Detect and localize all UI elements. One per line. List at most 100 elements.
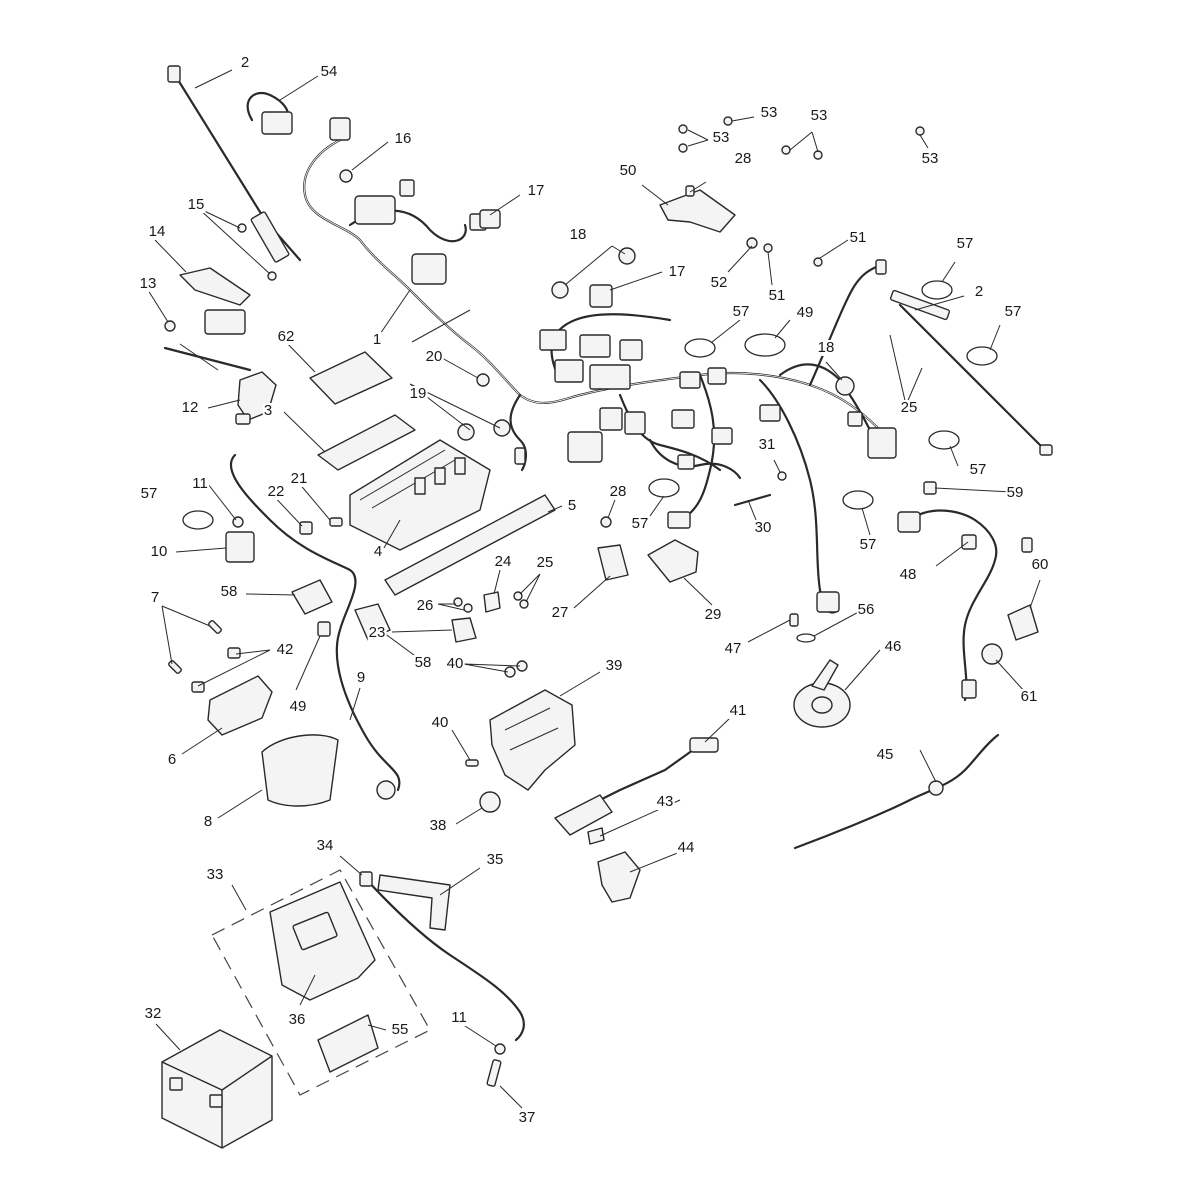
callout-43: 43 — [655, 793, 675, 810]
nut-20 — [476, 373, 490, 387]
battery-lead-35 — [377, 874, 451, 931]
callout-11-lower: 11 — [450, 1009, 468, 1026]
callout-29: 29 — [703, 606, 723, 623]
callout-48: 48 — [898, 566, 918, 583]
callout-44: 44 — [676, 839, 696, 856]
bolt-51-b — [813, 257, 823, 267]
callout-15: 15 — [186, 196, 206, 213]
clip-22 — [299, 521, 313, 535]
callout-4: 4 — [372, 543, 384, 560]
callout-2-right: 2 — [973, 283, 985, 300]
clip-23 — [451, 617, 477, 643]
callout-30: 30 — [753, 519, 773, 536]
callout-40-upper: 40 — [445, 655, 465, 672]
callout-22: 22 — [266, 483, 286, 500]
harness-48-connector-c — [1021, 537, 1033, 553]
callout-18-right: 18 — [816, 339, 836, 356]
relay-10 — [225, 531, 255, 563]
tie-57-e — [648, 478, 680, 498]
cover-3 — [317, 414, 416, 471]
harness-48-connector-a — [897, 511, 921, 533]
sensor-lead-right — [889, 289, 1053, 456]
callout-11-upper: 11 — [191, 475, 209, 492]
callout-28-upper: 28 — [733, 150, 753, 167]
clip-42-a — [227, 647, 241, 659]
callout-21: 21 — [289, 470, 309, 487]
callout-57-top: 57 — [731, 303, 751, 320]
bolt-40-c — [465, 759, 479, 767]
rivet-53-f — [915, 126, 925, 136]
callout-53-b: 53 — [711, 129, 731, 146]
callout-59: 59 — [1005, 484, 1025, 501]
callout-2-left: 2 — [239, 54, 251, 71]
callout-53-a: 53 — [759, 104, 779, 121]
grommet-19-a — [457, 423, 475, 441]
callout-52: 52 — [709, 274, 729, 291]
bracket-14 — [179, 267, 251, 335]
tie-57-f — [842, 490, 874, 510]
screw-15-a — [237, 223, 247, 233]
bracket-44 — [597, 851, 641, 903]
callout-42: 42 — [275, 641, 295, 658]
pad-62 — [309, 351, 393, 405]
sub-harness-9 — [229, 453, 401, 792]
callout-58-right: 58 — [413, 654, 433, 671]
callout-57-mid: 57 — [630, 515, 650, 532]
sensor-lead-left — [167, 65, 302, 263]
callout-25-right: 25 — [899, 399, 919, 416]
callout-32: 32 — [143, 1005, 163, 1022]
rivet-53-a — [723, 116, 733, 126]
connector-41 — [689, 737, 719, 753]
callout-24: 24 — [493, 553, 513, 570]
clip-24 — [483, 591, 501, 613]
connector-9-end — [376, 780, 396, 800]
callout-14: 14 — [147, 223, 167, 240]
callout-41: 41 — [728, 702, 748, 719]
callout-37: 37 — [517, 1109, 537, 1126]
clip-52 — [746, 237, 758, 249]
callout-3: 3 — [262, 402, 274, 419]
harness-48-connector-b — [961, 534, 977, 550]
harness-48-connector-d — [961, 679, 977, 699]
sensor-38 — [479, 791, 501, 813]
battery-32 — [161, 1029, 273, 1149]
grommet-16 — [339, 169, 353, 183]
callout-51-left: 51 — [767, 287, 787, 304]
callout-20: 20 — [424, 348, 444, 365]
gasket-55 — [317, 1014, 379, 1073]
callout-6: 6 — [166, 751, 178, 768]
ring-49-upper — [744, 333, 786, 357]
bracket-39 — [489, 689, 576, 791]
callout-46: 46 — [883, 638, 903, 655]
cap-18-a — [551, 281, 569, 299]
callout-5: 5 — [566, 497, 578, 514]
callout-53-c: 53 — [809, 107, 829, 124]
rivet-53-d — [781, 145, 791, 155]
bolt-13 — [164, 320, 176, 332]
screw-28-lower — [600, 516, 612, 528]
callout-27: 27 — [550, 604, 570, 621]
callout-53-d: 53 — [920, 150, 940, 167]
callout-57-bottom: 57 — [858, 536, 878, 553]
main-wiring-harness — [303, 117, 897, 614]
callout-45: 45 — [875, 746, 895, 763]
callout-57-upper-right: 57 — [955, 235, 975, 252]
bolt-40-a — [504, 666, 516, 678]
switch-29 — [647, 539, 699, 583]
callout-34: 34 — [315, 837, 335, 854]
u-connector — [246, 92, 293, 135]
lead-41 — [598, 743, 702, 802]
bracket-50 — [659, 189, 736, 233]
clip-59 — [923, 481, 937, 495]
callout-49-upper: 49 — [795, 304, 815, 321]
callout-16: 16 — [393, 130, 413, 147]
leader-lines — [147, 69, 1041, 1109]
callout-47: 47 — [723, 640, 743, 657]
fuse-box-4 — [349, 439, 491, 551]
rivet-53-c — [678, 143, 688, 153]
grommet-19-b — [493, 419, 511, 437]
callout-31: 31 — [757, 436, 777, 453]
callout-51-right: 51 — [848, 229, 868, 246]
callout-61: 61 — [1019, 688, 1039, 705]
